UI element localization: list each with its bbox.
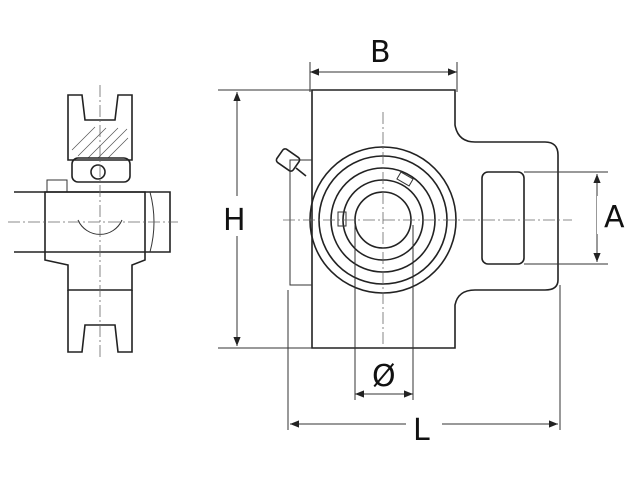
dimension-label-b: B	[370, 35, 391, 70]
dimension-label-h: H	[223, 203, 246, 238]
side-view	[8, 85, 178, 360]
grease-nipple-icon	[275, 148, 307, 177]
dimension-diameter: Ø	[354, 225, 414, 400]
side-view-hatching	[71, 126, 129, 159]
dimension-h: H	[218, 89, 312, 349]
dimension-label-diameter: Ø	[372, 359, 396, 394]
dimension-l: L	[287, 285, 561, 448]
dimension-a: A	[524, 171, 633, 265]
dimension-b: B	[309, 35, 458, 92]
front-view	[275, 89, 572, 349]
dimension-label-a: A	[604, 200, 625, 235]
dimension-label-l: L	[413, 413, 430, 448]
